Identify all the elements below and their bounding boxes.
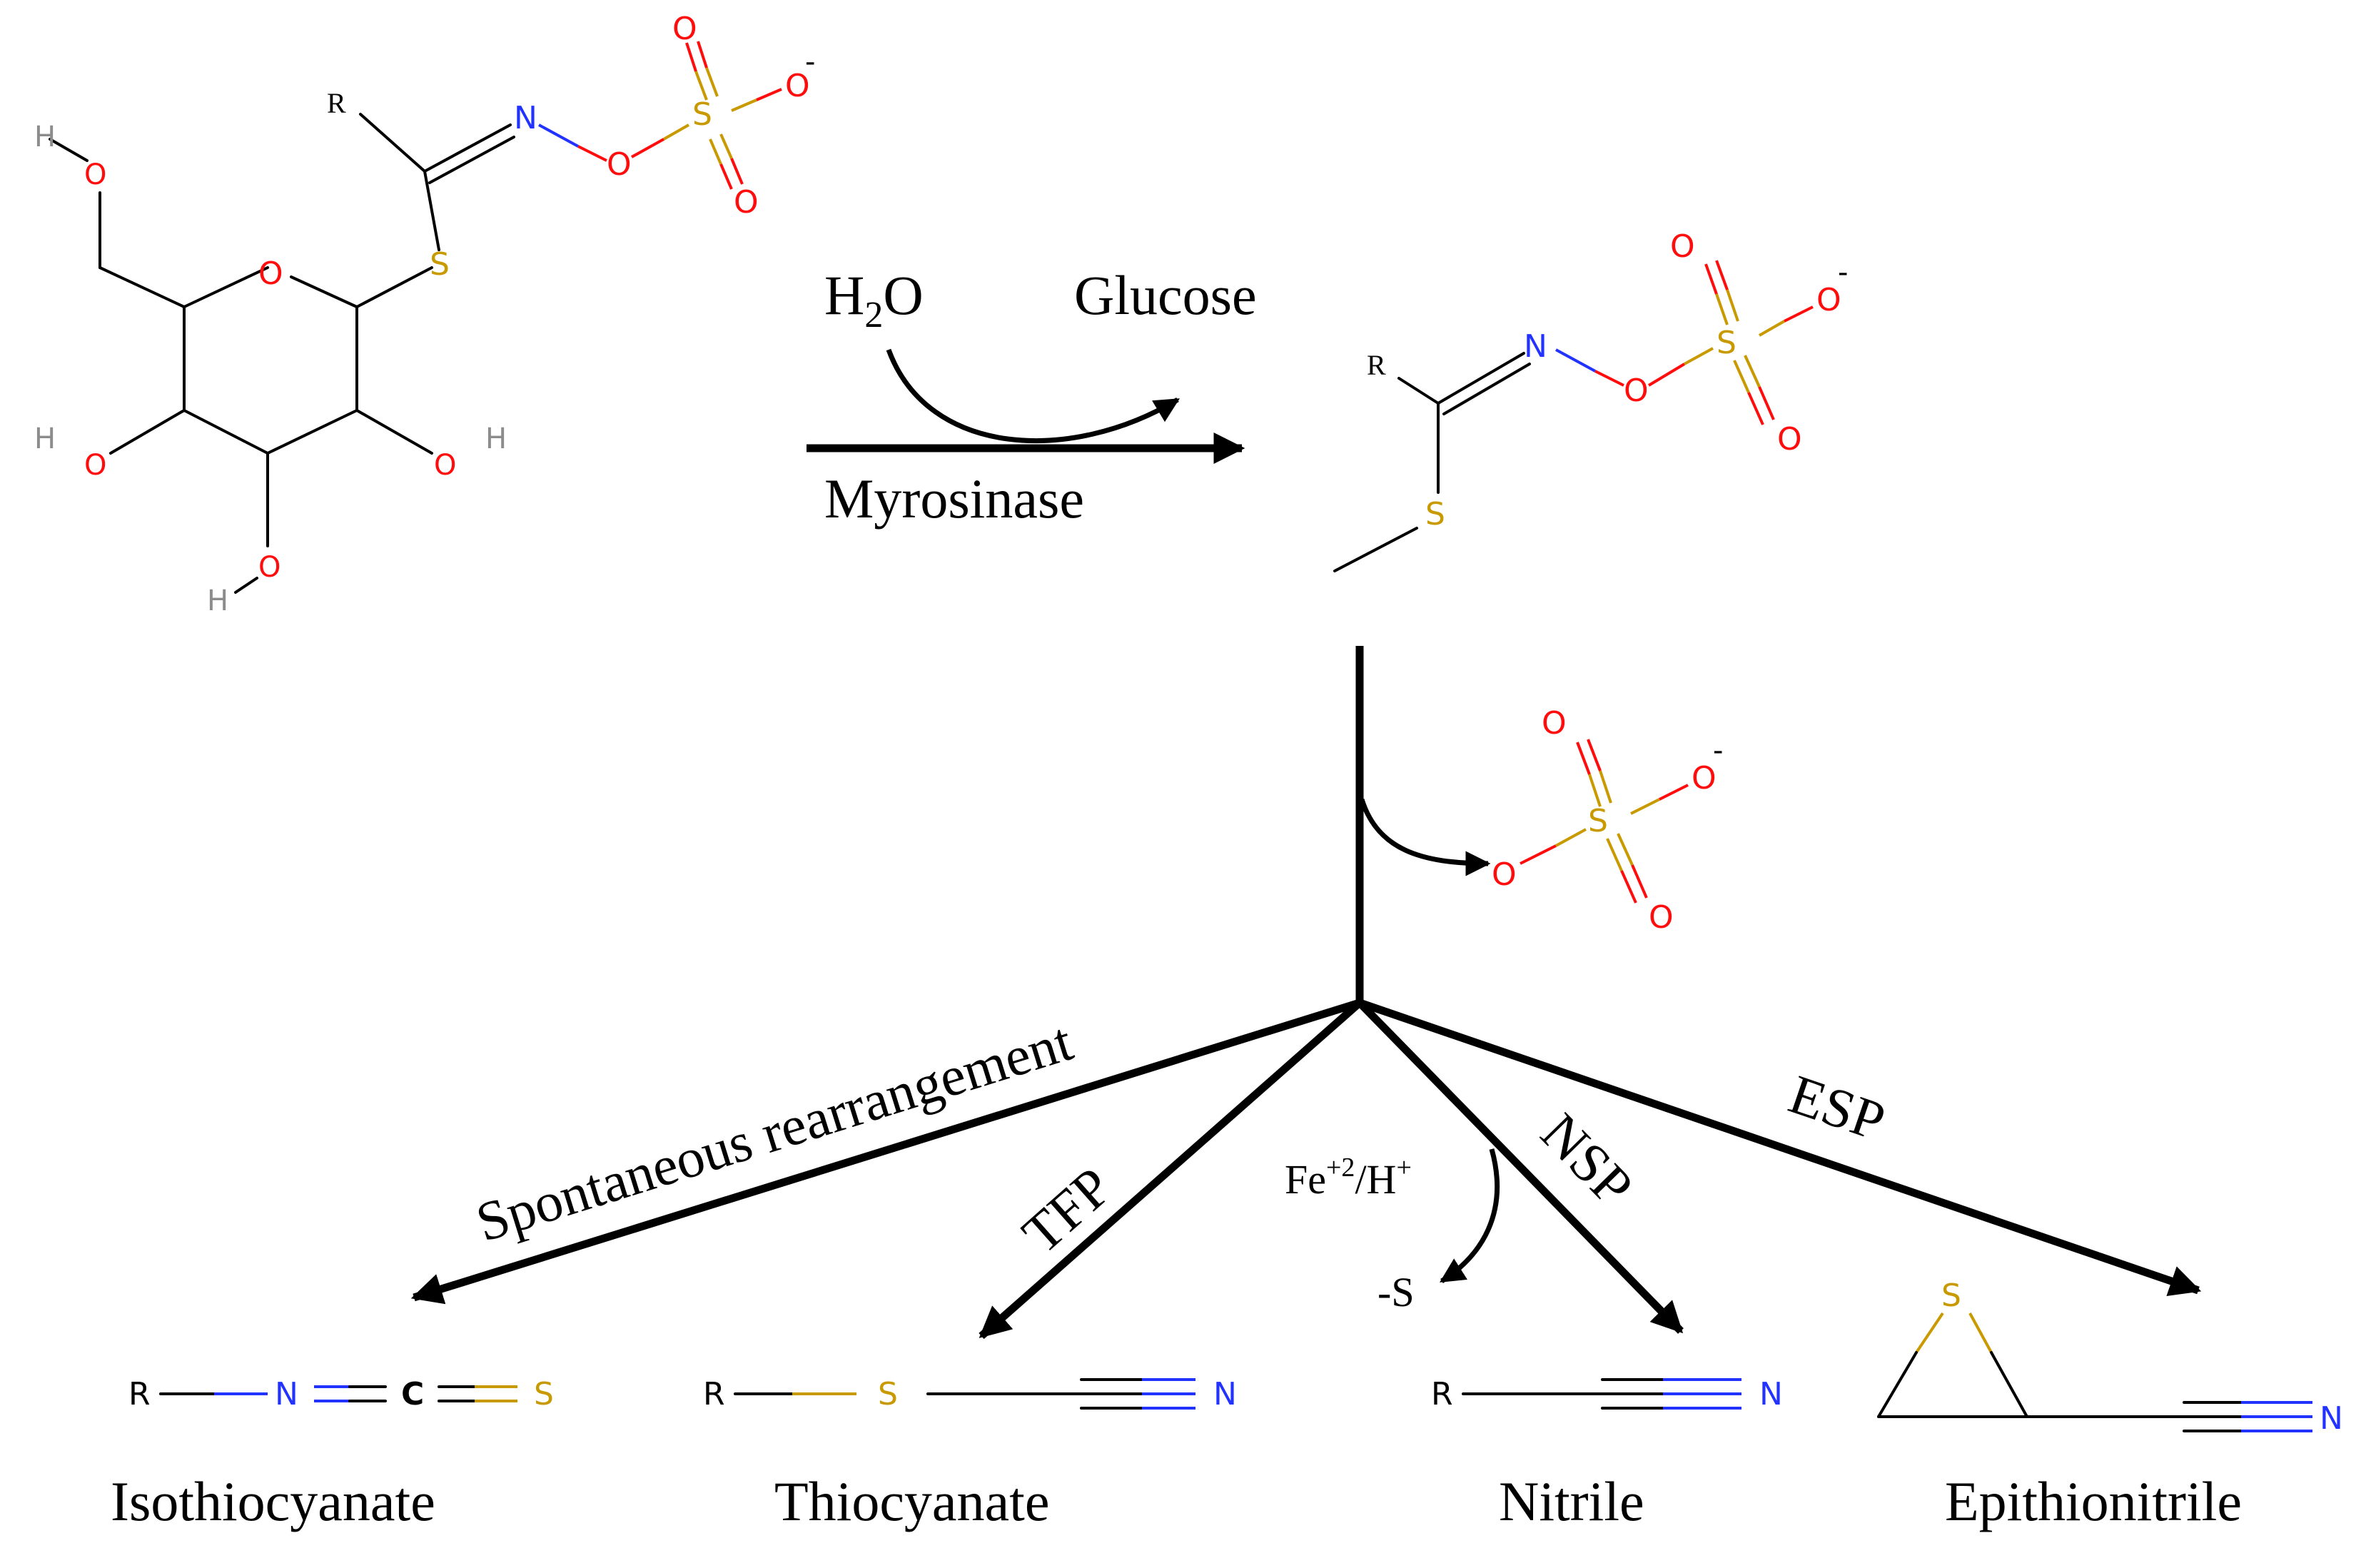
atom-o-minus-label: O bbox=[785, 68, 810, 104]
atom-n-label: N bbox=[514, 100, 537, 136]
atom-n-label: N bbox=[275, 1376, 298, 1412]
thiocyanate-structure: R S N bbox=[703, 1376, 1237, 1412]
r-group-label: R bbox=[327, 87, 346, 119]
atom-n-label: N bbox=[1759, 1376, 1783, 1412]
thioether-sulfur-label: S bbox=[430, 246, 450, 283]
isothiocyanate-label: Isothiocyanate bbox=[111, 1470, 435, 1532]
atom-o-label: O bbox=[607, 146, 632, 183]
atom-o-label: O bbox=[734, 184, 759, 221]
sulfate-release: O S O O - O bbox=[1355, 646, 1723, 1003]
thiocyanate-label: Thiocyanate bbox=[774, 1470, 1049, 1532]
atom-o-label: O bbox=[258, 551, 280, 584]
atom-h-label: H bbox=[34, 423, 56, 455]
epithionitrile-label: Epithionitrile bbox=[1945, 1470, 2242, 1532]
atom-n-label: N bbox=[1213, 1376, 1237, 1412]
atom-o-label: O bbox=[1670, 228, 1695, 265]
glucose-label: Glucose bbox=[1074, 264, 1257, 326]
spontaneous-rearrangement-label: Spontaneous rearrangement bbox=[469, 1010, 1079, 1253]
nsp-label: NSP bbox=[1530, 1101, 1645, 1218]
atom-s-label: S bbox=[534, 1376, 554, 1412]
atom-h-label: H bbox=[485, 423, 507, 455]
atom-n-label: N bbox=[1524, 328, 1547, 365]
atom-o-label: O bbox=[84, 449, 106, 482]
sulfur-loss-label: -S bbox=[1377, 1269, 1415, 1315]
r-group-label: R bbox=[128, 1376, 151, 1412]
sulfate-sulfur-label: S bbox=[1588, 803, 1608, 839]
atom-s-label: S bbox=[1941, 1278, 1961, 1314]
nsp-arrow bbox=[1357, 1000, 1681, 1331]
atom-o-label: O bbox=[672, 11, 697, 47]
r-group-label: R bbox=[1431, 1376, 1453, 1412]
branch-arrows: Spontaneous rearrangement TFP NSP ESP Fe… bbox=[414, 998, 2198, 1336]
atom-o-label: O bbox=[1624, 373, 1649, 409]
atom-o-minus-label: O bbox=[1692, 760, 1717, 796]
charge-minus-label: - bbox=[1838, 256, 1848, 289]
esp-label: ESP bbox=[1781, 1063, 1892, 1153]
glucosinolate-molecule: H O O H O O H O H S R N O S O O - O bbox=[34, 11, 815, 617]
water-label: H2O bbox=[824, 264, 924, 335]
aglucone-intermediate: R N S O S O O - O bbox=[1333, 228, 1848, 572]
r-group-label: R bbox=[1367, 349, 1386, 381]
atom-o-minus-label: O bbox=[1816, 282, 1841, 318]
myrosinase-label: Myrosinase bbox=[824, 467, 1084, 530]
isothiocyanate-structure: R N C S bbox=[128, 1376, 554, 1412]
atom-o-label: O bbox=[1542, 705, 1567, 742]
atom-n-label: N bbox=[2320, 1400, 2343, 1437]
thiolate-sulfur-label: S bbox=[1425, 496, 1445, 532]
charge-minus-label: - bbox=[805, 46, 815, 79]
sulfonate-sulfur-label: S bbox=[1717, 325, 1736, 361]
charge-minus-label: - bbox=[1713, 734, 1723, 767]
ring-oxygen-label: O bbox=[258, 256, 283, 292]
epithionitrile-structure: S N bbox=[1877, 1278, 2343, 1437]
atom-h-label: H bbox=[34, 121, 56, 153]
nitrile-label: Nitrile bbox=[1499, 1470, 1644, 1532]
cofactor-label: Fe+2/H+ bbox=[1285, 1153, 1412, 1203]
atom-s-label: S bbox=[878, 1376, 898, 1412]
atom-o-label: O bbox=[84, 158, 106, 191]
spontaneous-arrow bbox=[414, 998, 1361, 1298]
atom-c-label: C bbox=[401, 1376, 424, 1412]
atom-o-label: O bbox=[1492, 856, 1517, 893]
tfp-label: TFP bbox=[1011, 1155, 1123, 1265]
sulfate-release-arrow bbox=[1359, 798, 1488, 864]
atom-o-label: O bbox=[1777, 421, 1802, 457]
water-glucose-curved-arrow bbox=[886, 348, 1178, 444]
atom-h-label: H bbox=[207, 585, 228, 617]
sulfonate-sulfur-label: S bbox=[692, 96, 712, 133]
atom-o-label: O bbox=[1649, 899, 1674, 936]
esp-arrow bbox=[1358, 998, 2198, 1290]
atom-o-label: O bbox=[434, 449, 456, 482]
sulfur-loss-curved-arrow bbox=[1442, 1148, 1500, 1281]
r-group-label: R bbox=[703, 1376, 725, 1412]
nitrile-structure: R N bbox=[1431, 1376, 1783, 1412]
myrosinase-step: H2O Glucose Myrosinase bbox=[807, 264, 1257, 530]
tfp-arrow bbox=[981, 999, 1363, 1336]
